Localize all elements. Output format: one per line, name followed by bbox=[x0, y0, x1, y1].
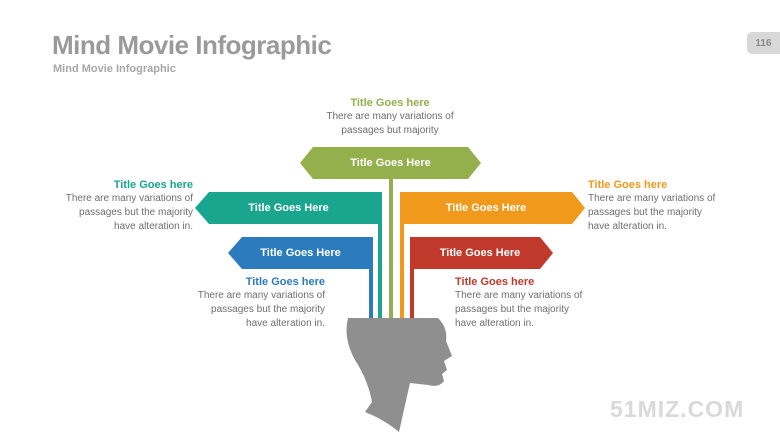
text-block-top-line-1: There are many variations of bbox=[326, 111, 454, 122]
text-block-lower-right-title: Title Goes here bbox=[455, 276, 535, 288]
banner-upper-right-shape bbox=[400, 192, 585, 224]
page-subtitle: Mind Movie Infographic bbox=[53, 63, 176, 75]
text-block-upper-left-line-1: There are many variations of bbox=[65, 193, 193, 204]
banner-lower-left-label: Title Goes Here bbox=[260, 247, 341, 259]
text-block-upper-right-line-3: have alteration in. bbox=[588, 221, 667, 232]
text-block-lower-left-title: Title Goes here bbox=[245, 276, 325, 288]
text-block-lower-left-line-1: There are many variations of bbox=[197, 290, 325, 301]
text-block-upper-right-line-2: passages but the majority bbox=[588, 207, 702, 218]
text-block-upper-right: Title Goes here There are many variation… bbox=[588, 178, 758, 234]
banner-top-label: Title Goes Here bbox=[350, 157, 431, 169]
banner-lower-right-label: Title Goes Here bbox=[439, 247, 521, 259]
head-silhouette-icon bbox=[346, 318, 452, 432]
banner-lower-left-shape bbox=[228, 237, 373, 269]
text-block-upper-right-title: Title Goes here bbox=[588, 179, 668, 191]
stem-green bbox=[389, 178, 393, 321]
stem-teal bbox=[378, 192, 382, 321]
stem-orange bbox=[400, 192, 404, 321]
page-number-badge: 116 bbox=[747, 32, 780, 54]
text-block-upper-right-line-1: There are many variations of bbox=[588, 193, 716, 204]
text-block-lower-right: Title Goes here There are many variation… bbox=[455, 275, 625, 331]
text-block-upper-left-line-3: have alteration in. bbox=[114, 221, 193, 232]
text-block-top-line-2: passages but majority bbox=[341, 125, 439, 136]
watermark-logo: 51MIZ.COM bbox=[610, 396, 745, 422]
stem-blue bbox=[369, 239, 373, 321]
text-block-lower-left-line-3: have alteration in. bbox=[246, 318, 325, 329]
text-block-lower-left-line-2: passages but the majority bbox=[211, 304, 325, 315]
text-block-top-title: Title Goes here bbox=[350, 97, 430, 109]
banner-upper-right-label: Title Goes Here bbox=[445, 202, 527, 214]
banner-lower-right-shape bbox=[410, 237, 553, 269]
banner-upper-left-label: Title Goes Here bbox=[248, 202, 329, 214]
banner-upper-left-shape bbox=[195, 192, 382, 224]
text-block-lower-right-line-1: There are many variations of bbox=[455, 290, 583, 301]
text-block-lower-right-line-3: have alteration in. bbox=[455, 318, 534, 329]
text-block-upper-left-title: Title Goes here bbox=[113, 179, 193, 191]
text-block-upper-left-line-2: passages but the majority bbox=[79, 207, 193, 218]
text-block-top: Title Goes here There are many variation… bbox=[300, 96, 480, 138]
text-block-lower-left: Title Goes here There are many variation… bbox=[170, 275, 325, 331]
banner-top-shape bbox=[300, 147, 481, 179]
stem-red bbox=[410, 239, 414, 321]
text-block-lower-right-line-2: passages but the majority bbox=[455, 304, 569, 315]
page-title: Mind Movie Infographic bbox=[52, 30, 332, 60]
text-block-upper-left: Title Goes here There are many variation… bbox=[40, 178, 193, 234]
